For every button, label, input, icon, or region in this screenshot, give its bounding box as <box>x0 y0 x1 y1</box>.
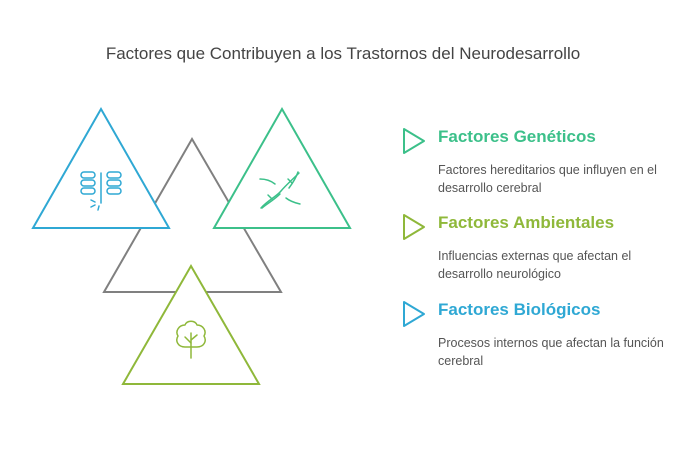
factor-title: Factores Biológicos <box>438 300 601 319</box>
dna-icon <box>259 171 301 209</box>
factor-title: Factores Ambientales <box>438 213 615 232</box>
play-arrow-icon <box>403 128 425 154</box>
factor-environmental: Factores Ambientales Influencias externa… <box>398 213 678 283</box>
factor-description: Factores hereditarios que influyen en el… <box>438 163 657 195</box>
factor-description: Influencias externas que afectan el desa… <box>438 249 632 281</box>
triangle-diagram <box>31 106 352 385</box>
biological-triangle <box>31 106 171 229</box>
factor-description: Procesos internos que afectan la función… <box>438 336 664 368</box>
factor-genetic: Factores Genéticos Factores hereditarios… <box>398 127 678 197</box>
environmental-triangle <box>121 263 261 385</box>
play-arrow-icon <box>403 301 425 327</box>
diagram-title: Factores que Contribuyen a los Trastorno… <box>105 44 581 63</box>
tree-icon <box>176 320 206 359</box>
genetic-triangle <box>212 106 352 229</box>
play-arrow-icon <box>403 214 425 240</box>
factor-title: Factores Genéticos <box>438 127 596 146</box>
factor-biological: Factores Biológicos Procesos internos qu… <box>398 300 678 370</box>
server-icon <box>80 171 122 211</box>
